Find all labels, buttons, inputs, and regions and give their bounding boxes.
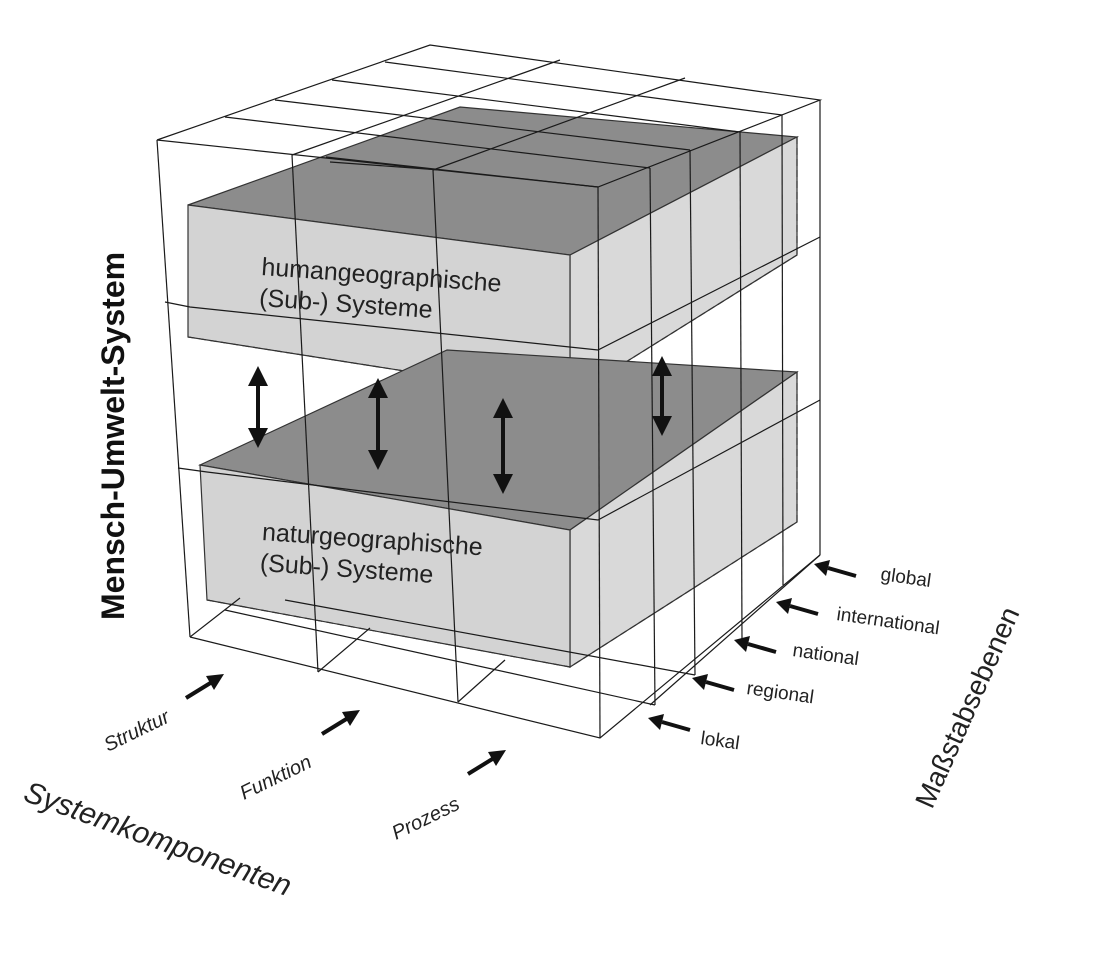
system-components-axis: Struktur Funktion Prozess Systemkomponen… [20,674,506,903]
scale-label-international: international [835,604,940,639]
wireframe-grid [156,44,823,739]
lower-box-hidden-edges [206,521,798,668]
diagram-title: Mensch-Umwelt-System [95,252,131,620]
component-label-struktur: Struktur [101,705,175,756]
double-arrow-4 [652,356,672,436]
arrow-funktion [320,710,360,736]
scale-levels-axis: global international national regional l… [648,560,1025,812]
scale-level-national: national [734,636,860,670]
component-label-prozess: Prozess [389,793,464,844]
scale-level-regional: regional [692,674,815,708]
scale-label-lokal: lokal [699,728,741,754]
double-arrow-3 [493,398,513,494]
lower-box [198,349,799,669]
interaction-arrows [248,356,672,494]
scale-label-global: global [879,564,932,592]
scale-level-international: international [776,598,941,639]
double-arrow-2 [368,378,388,470]
scale-level-global: global [814,560,932,592]
component-label-funktion: Funktion [237,751,316,804]
scale-label-national: national [791,640,860,670]
arrow-prozess [466,750,506,776]
arrow-struktur [184,674,224,700]
double-arrow-1 [248,366,268,448]
scale-label-regional: regional [745,678,815,708]
scale-level-lokal: lokal [648,714,741,754]
